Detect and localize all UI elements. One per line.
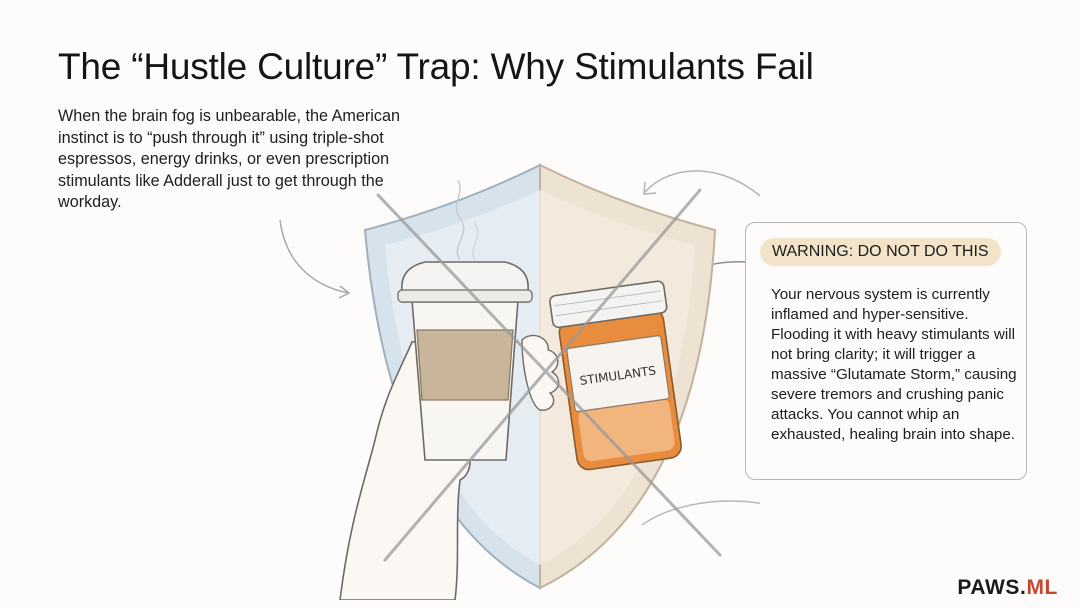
cross-out-icon: [376, 188, 722, 562]
warning-box: WARNING: DO NOT DO THIS Your nervous sys…: [745, 222, 1027, 480]
brand-logo: PAWS.ML: [957, 576, 1058, 600]
page-title: The “Hustle Culture” Trap: Why Stimulant…: [58, 46, 814, 87]
brand-suffix: ML: [1026, 576, 1058, 599]
arrow-icon: [641, 500, 760, 526]
brand-name: PAWS.: [957, 576, 1027, 599]
warning-label: WARNING: DO NOT DO THIS: [760, 238, 1001, 266]
intro-paragraph: When the brain fog is unbearable, the Am…: [58, 107, 400, 211]
stimulants-illustration: STIMULANTS: [279, 163, 760, 600]
coffee-cup-icon: [397, 261, 533, 461]
warning-body: Your nervous system is currently inflame…: [771, 286, 1017, 443]
pill-bottle-icon: STIMULANTS: [549, 280, 682, 471]
arrow-icon: [279, 219, 349, 294]
arrow-icon: [644, 170, 760, 197]
